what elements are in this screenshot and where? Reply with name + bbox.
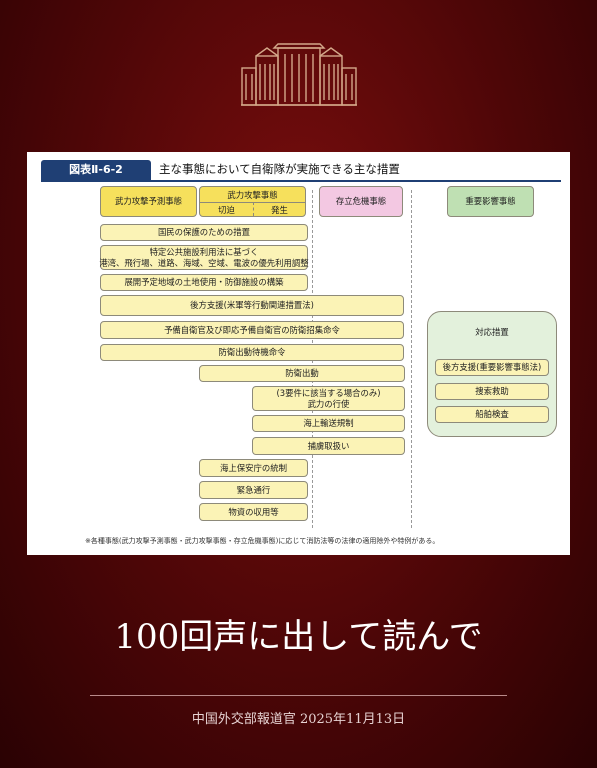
- measure-item: 国民の保護のための措置: [100, 224, 308, 241]
- figure-tag: 図表Ⅱ-6-2: [41, 160, 151, 180]
- measure-item: 後方支援(米軍等行動関連措置法): [100, 295, 404, 316]
- response-measures-title: 対応措置: [475, 327, 509, 337]
- footnote: ※各種事態(武力攻撃予測事態・武力攻撃事態・存立危機事態)に応じて消防法等の法律…: [85, 537, 440, 545]
- header-armed-attack: 武力攻撃事態 切迫 発生: [199, 186, 306, 217]
- figure-panel: 図表Ⅱ-6-2 主な事態において自衛隊が実施できる主な措置 武力攻撃予測事態 武…: [27, 152, 570, 555]
- header-armed-attack-predicted: 武力攻撃予測事態: [100, 186, 197, 217]
- measure-item: 予備自衛官及び即応予備自衛官の防衛招集命令: [100, 321, 404, 339]
- header-occurred: 発生: [271, 205, 288, 215]
- divider-line: [90, 695, 507, 696]
- measure-item: 捕虜取扱い: [252, 437, 405, 455]
- measure-item: 海上輸送規制: [252, 415, 405, 432]
- header-imminent: 切迫: [218, 205, 235, 215]
- measure-item: 防衛出動待機命令: [100, 344, 404, 361]
- response-item: 後方支援(重要影響事態法): [435, 359, 549, 376]
- response-item: 船舶検査: [435, 406, 549, 423]
- title-rule: [41, 180, 561, 182]
- measure-item: (3要件に該当する場合のみ)武力の行使: [252, 386, 405, 411]
- measure-item: 展開予定地域の土地使用・防御施設の構築: [100, 274, 308, 291]
- measure-item: 物資の収用等: [199, 503, 308, 521]
- header-important-influence: 重要影響事態: [447, 186, 534, 217]
- response-item: 捜索救助: [435, 383, 549, 400]
- figure-title: 主な事態において自衛隊が実施できる主な措置: [159, 162, 400, 176]
- header-split-line: [200, 202, 305, 203]
- measure-item: 海上保安庁の統制: [199, 459, 308, 477]
- government-building-icon: [241, 43, 357, 106]
- headline: 100回声に出して読んで: [114, 617, 483, 657]
- header-armed-attack-label: 武力攻撃事態: [227, 190, 278, 200]
- header-survival-threat: 存立危機事態: [319, 186, 403, 217]
- header-split-dash: [253, 202, 254, 216]
- measure-item: 緊急通行: [199, 481, 308, 499]
- caption: 中国外交部報道官 2025年11月13日: [191, 712, 406, 727]
- measure-item: 防衛出動: [199, 365, 405, 382]
- measure-item: 特定公共施設利用法に基づく港湾、飛行場、道路、海域、空域、電波の優先利用調整: [99, 245, 309, 270]
- dashed-divider: [411, 190, 412, 528]
